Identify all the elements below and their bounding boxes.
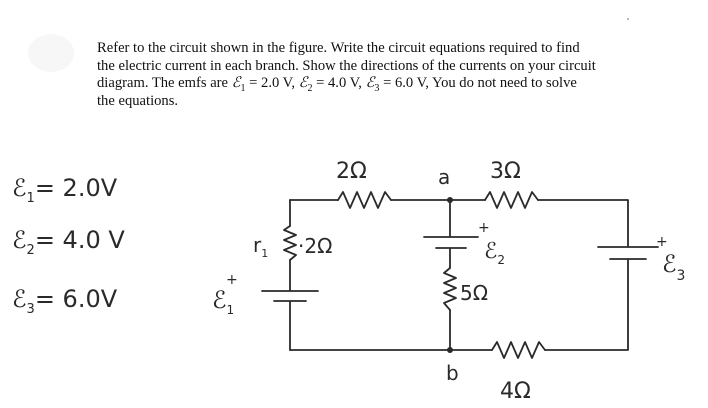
problem-line-2: the electric current in each branch. Sho… [97, 57, 596, 74]
label-emf-right: ℰ3 [662, 250, 685, 284]
resistor-3ohm [484, 191, 539, 209]
label-emf-middle-plus: + [478, 220, 490, 236]
label-r1: r1 [253, 233, 268, 260]
label-r-4ohm: 4Ω [500, 379, 531, 404]
scan-speck [627, 18, 629, 20]
emf2-value: = 4.0 V, [312, 75, 366, 91]
label-emf-left: ℰ1 [212, 286, 234, 317]
wire-top-right [537, 199, 629, 247]
emf1-subscript: 1 [240, 82, 246, 94]
hand-emf2: ℰ2= 4.0 V [12, 226, 125, 258]
emf3-subscript: 3 [374, 82, 380, 94]
problem-statement: Refer to the circuit shown in the figure… [97, 40, 637, 110]
problem-line-1: Refer to the circuit shown in the figure… [97, 40, 580, 56]
resistor-4ohm [491, 341, 546, 359]
emf2-symbol: ℰ [298, 75, 308, 91]
resistor-5ohm [443, 267, 457, 311]
label-emf-middle: ℰ2 [484, 239, 505, 267]
problem-line-3-prefix: diagram. The emfs are [97, 75, 232, 91]
node-a-dot [447, 197, 453, 203]
emf3-value: = 6.0 V, You do not need to solve [379, 75, 577, 91]
resistor-internal [283, 225, 297, 261]
resistor-2ohm [337, 191, 392, 209]
hand-emf1: ℰ1= 2.0V [12, 174, 118, 206]
label-emf-left-plus: + [226, 272, 238, 288]
emf1-value: = 2.0 V, [245, 75, 299, 91]
label-r-5ohm: 5Ω [460, 281, 488, 305]
emf3-symbol: ℰ [365, 75, 375, 91]
emf1-symbol: ℰ [231, 75, 241, 91]
node-b-dot [447, 347, 453, 353]
label-node-b: b [446, 361, 459, 385]
label-emf-right-plus: + [656, 234, 668, 250]
label-r1-value: ·2Ω [298, 234, 332, 258]
label-r-3ohm: 3Ω [490, 159, 521, 184]
emf2-subscript: 2 [307, 82, 313, 94]
scan-smudge [28, 34, 74, 72]
wire-bottom-right [544, 259, 629, 351]
label-node-a: a [438, 165, 450, 189]
label-r-2ohm: 2Ω [336, 159, 367, 184]
hand-emf3: ℰ3= 6.0V [12, 285, 118, 317]
problem-line-4: the equations. [97, 92, 179, 109]
